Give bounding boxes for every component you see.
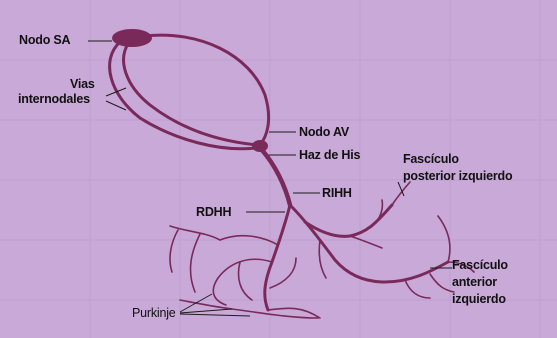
label-rdhh: RDHH — [196, 205, 231, 219]
label-purkinje: Purkinje — [132, 306, 176, 320]
label-anterior: anterior — [452, 275, 497, 289]
label-nodo-av: Nodo AV — [299, 125, 349, 139]
label-nodo-sa: Nodo SA — [19, 33, 70, 47]
right-bundle-branch — [170, 205, 320, 318]
label-fasciculo-anterior: Fascículo — [452, 258, 508, 272]
label-rihh: RIHH — [322, 186, 352, 200]
his-bundle-shape — [262, 150, 290, 205]
label-haz-de-his: Haz de His — [299, 148, 360, 162]
internodal-pathways — [110, 35, 269, 149]
label-posterior-izquierdo: posterior izquierdo — [403, 169, 512, 183]
label-vias: Vias — [70, 77, 95, 91]
label-internodales: internodales — [18, 92, 90, 106]
label-fasciculo-posterior: Fascículo — [403, 152, 459, 166]
label-izquierdo: izquierdo — [452, 292, 506, 306]
